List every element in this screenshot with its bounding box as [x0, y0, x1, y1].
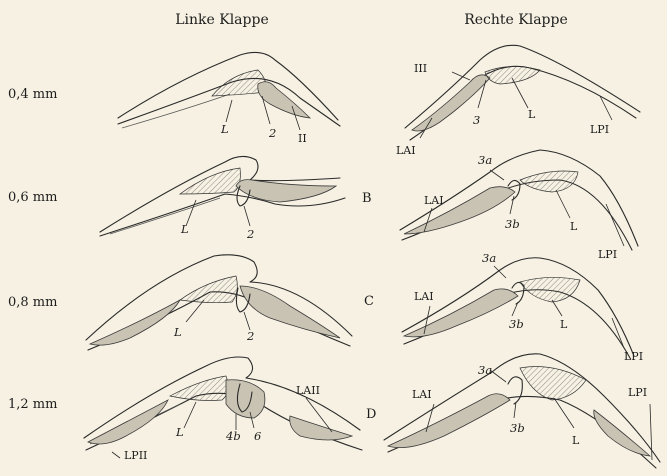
structure-label: 3a [482, 251, 496, 265]
structure-label: L [175, 425, 184, 439]
row-letter: D [366, 407, 376, 422]
structure-label: 4b [225, 429, 241, 443]
structure-label: LAI [424, 194, 444, 207]
left-valve-header: Linke Klappe [175, 12, 269, 28]
right-valve-section-row-b: 3a LAI 3b L LPI [400, 150, 638, 261]
structure-label: LPI [628, 386, 647, 399]
structure-label: 6 [254, 429, 261, 443]
structure-label: II [298, 132, 307, 145]
left-valve-section-row-a: L 2 II [118, 52, 340, 145]
right-valve-header: Rechte Klappe [464, 12, 568, 28]
structure-label: III [414, 62, 427, 75]
structure-label: LAII [296, 384, 320, 397]
structure-label: LPI [590, 123, 609, 136]
structure-label: LAI [396, 144, 416, 157]
row-letter: B [362, 191, 372, 206]
left-valve-section-row-c: L 2 [86, 255, 352, 350]
structure-label: L [572, 434, 580, 447]
right-valve-section-row-d: 3a LAI 3b L LPI [384, 354, 660, 468]
structure-label: 3 [473, 113, 480, 127]
structure-label: L [180, 222, 189, 236]
structure-label: LPII [124, 449, 147, 462]
structure-label: 2 [246, 329, 254, 343]
structure-label: 3b [505, 217, 520, 231]
structure-label: L [173, 325, 182, 339]
structure-label: 3a [478, 153, 492, 167]
row-thickness-label: 0,6 mm [8, 190, 57, 205]
structure-label: LAI [412, 388, 432, 401]
row-thickness-label: 0,8 mm [8, 295, 57, 310]
structure-label: 3b [510, 421, 525, 435]
right-valve-section-row-a: III 3 L LAI LPI [396, 45, 640, 157]
left-valve-section-row-d: L 4b 6 LAII LPII [84, 357, 362, 462]
structure-label: 3a [478, 363, 492, 377]
structure-label: 2 [246, 227, 254, 241]
structure-label: LPI [624, 350, 643, 363]
left-valve-section-row-b: L 2 [100, 156, 345, 241]
structure-label: L [220, 122, 229, 136]
right-valve-section-row-c: 3a LAI 3b L LPI [402, 251, 643, 363]
structure-label: 2 [268, 126, 276, 140]
row-letter: C [364, 294, 374, 309]
structure-label: L [570, 220, 578, 233]
row-thickness-label: 0,4 mm [8, 87, 57, 102]
structure-label: LPI [598, 248, 617, 261]
structure-label: L [528, 108, 536, 121]
row-thickness-label: 1,2 mm [8, 397, 57, 412]
structure-label: 3b [509, 317, 524, 331]
structure-label: LAI [414, 290, 434, 303]
structure-label: L [560, 318, 568, 331]
